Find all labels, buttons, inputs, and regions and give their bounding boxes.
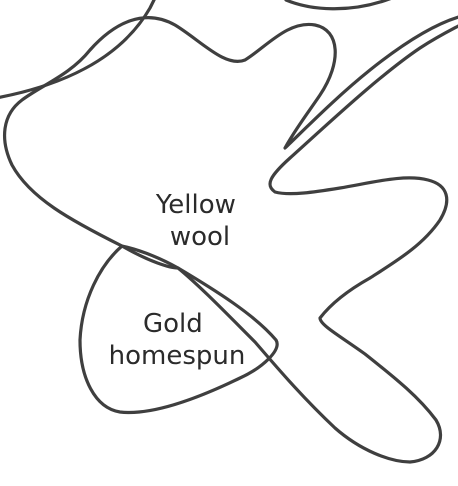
gold-homespun-label-line-2: homespun [109,341,246,371]
yellow-wool-label-line-1: Yellow [155,190,236,220]
yellow-wool-label-line-2: wool [170,222,230,252]
top-arc-outline [0,0,156,98]
gold-homespun-label: Gold homespun [109,309,246,371]
yellow-wool-piece-outline [5,16,458,462]
yellow-wool-label: Yellow wool [155,190,244,252]
gold-homespun-label-line-1: Gold [143,309,203,339]
top-center-curve-outline [286,0,392,9]
